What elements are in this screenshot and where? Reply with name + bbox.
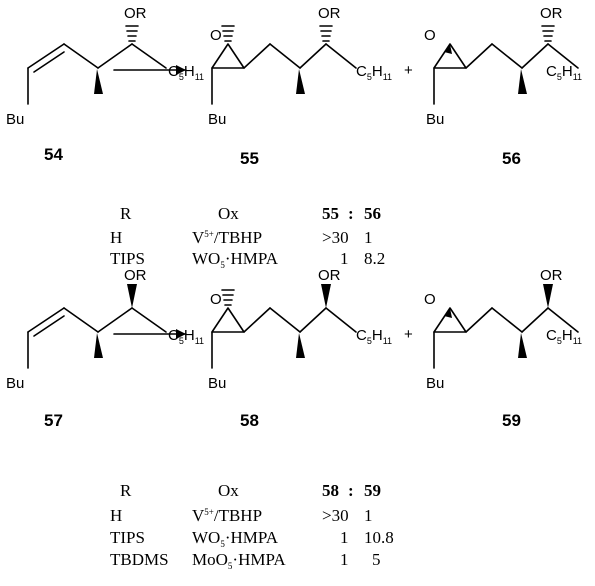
label-bu-56: Bu <box>426 111 444 128</box>
compound-number-55: 55 <box>240 149 259 168</box>
label-bu-57: Bu <box>6 375 24 392</box>
compound-58-structure: O OR C5H11 Bu <box>208 267 392 392</box>
label-or-57: OR <box>124 267 147 284</box>
label-c5h11-58: C5H11 <box>356 327 392 346</box>
table1-row2-r: TIPS <box>110 249 145 268</box>
label-or-55: OR <box>318 5 341 22</box>
table2-header-r: R <box>120 481 132 500</box>
table2-row1-r: H <box>110 506 122 525</box>
table1-header-left: 55 <box>322 204 339 223</box>
label-or-58: OR <box>318 267 341 284</box>
table2-row3-ox: MoO5·HMPA <box>192 550 286 571</box>
label-o-55: O <box>210 27 222 44</box>
label-o-56: O <box>424 27 436 44</box>
table2-row3-b: 5 <box>372 550 381 569</box>
table2-header-right: 59 <box>364 481 381 500</box>
selectivity-table-1: R Ox 55 : 56 H V5+/TBHP >30 1 TIPS WO5·H… <box>110 204 385 270</box>
plus-sign-2: + <box>404 326 413 343</box>
label-bu-54: Bu <box>6 111 24 128</box>
compound-number-58: 58 <box>240 411 259 430</box>
table1-header-right: 56 <box>364 204 381 223</box>
label-or-54: OR <box>124 5 147 22</box>
table2-header-ox: Ox <box>218 481 239 500</box>
label-bu-58: Bu <box>208 375 226 392</box>
compound-57-structure: OR C5H11 Bu <box>6 267 204 392</box>
table1-row2-a: 1 <box>340 249 349 268</box>
table2-row1-ox: V5+/TBHP <box>192 506 262 525</box>
compound-number-54: 54 <box>44 145 63 164</box>
label-c5h11-54: C5H11 <box>168 63 204 82</box>
label-c5h11-55: C5H11 <box>356 63 392 82</box>
table1-row1-b: 1 <box>364 228 373 247</box>
table2-row2-a: 1 <box>340 528 349 547</box>
compound-number-59: 59 <box>502 411 521 430</box>
label-bu-59: Bu <box>426 375 444 392</box>
compound-number-57: 57 <box>44 411 63 430</box>
label-c5h11-56: C5H11 <box>546 63 582 82</box>
compound-number-56: 56 <box>502 149 521 168</box>
table1-header-r: R <box>120 204 132 223</box>
table2-row2-b: 10.8 <box>364 528 394 547</box>
table2-row1-b: 1 <box>364 506 373 525</box>
label-bu-55: Bu <box>208 111 226 128</box>
table2-row2-ox: WO5·HMPA <box>192 528 279 549</box>
label-or-59: OR <box>540 267 563 284</box>
table2-header-colon: : <box>348 481 354 500</box>
compound-54-structure: OR C5H11 Bu <box>6 5 204 128</box>
compound-55-structure: O OR C5H11 Bu <box>208 5 392 128</box>
table2-row1-a: >30 <box>322 506 349 525</box>
table1-row1-r: H <box>110 228 122 247</box>
table1-row1-a: >30 <box>322 228 349 247</box>
label-c5h11-57: C5H11 <box>168 327 204 346</box>
table2-row3-a: 1 <box>340 550 349 569</box>
table2-row2-r: TIPS <box>110 528 145 547</box>
table1-row2-ox: WO5·HMPA <box>192 249 279 270</box>
reaction-arrow-1 <box>113 65 187 75</box>
table1-row1-ox: V5+/TBHP <box>192 228 262 247</box>
table1-row2-b: 8.2 <box>364 249 385 268</box>
label-or-56: OR <box>540 5 563 22</box>
table1-header-colon: : <box>348 204 354 223</box>
table1-header-ox: Ox <box>218 204 239 223</box>
plus-sign-1: + <box>404 62 413 79</box>
compound-59-structure: O OR C5H11 Bu <box>424 267 582 392</box>
table2-row3-r: TBDMS <box>110 550 169 569</box>
label-c5h11-59: C5H11 <box>546 327 582 346</box>
table2-header-left: 58 <box>322 481 339 500</box>
reaction-arrow-2 <box>113 329 187 339</box>
label-o-59: O <box>424 291 436 308</box>
compound-56-structure: O OR C5H11 Bu <box>424 5 582 128</box>
label-o-58: O <box>210 291 222 308</box>
selectivity-table-2: R Ox 58 : 59 H V5+/TBHP >30 1 TIPS WO5·H… <box>110 481 394 571</box>
